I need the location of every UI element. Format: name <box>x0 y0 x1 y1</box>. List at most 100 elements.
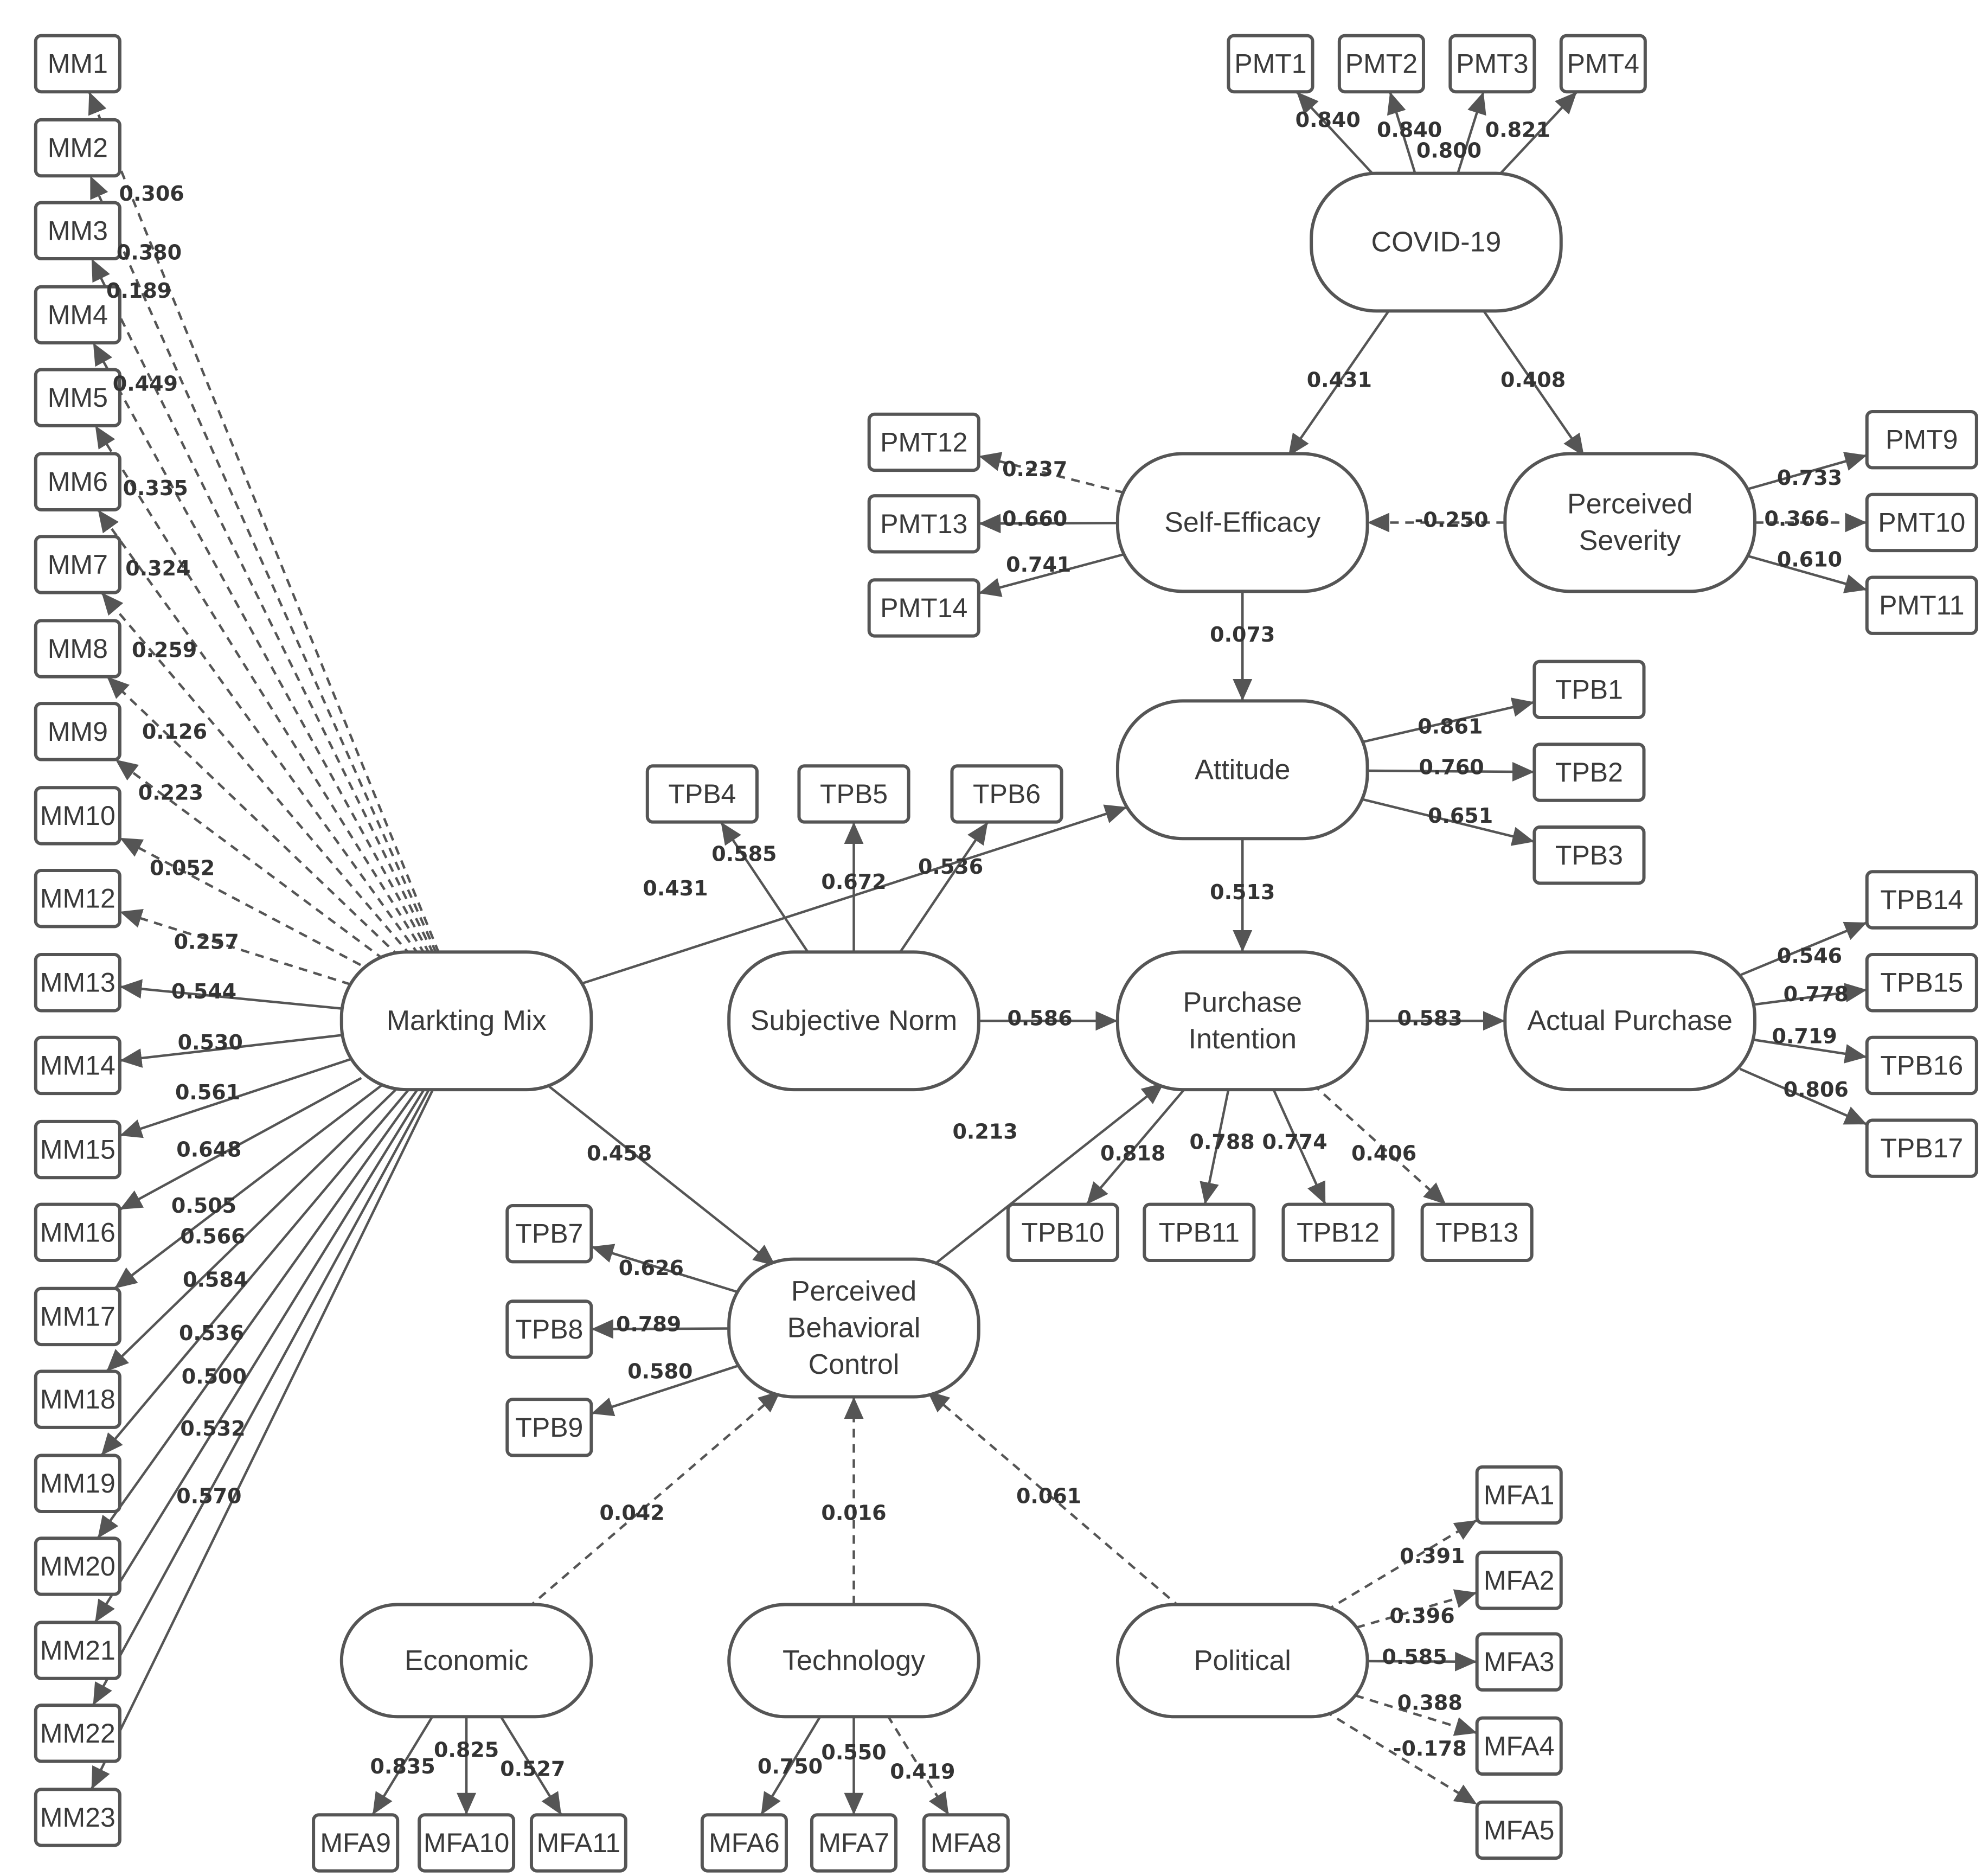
edge-label-mix-mm18: 0.566 <box>180 1224 245 1248</box>
node-label-line-pmt1-0: PMT1 <box>1234 48 1306 79</box>
node-shape-mfa4 <box>1475 1716 1563 1776</box>
node-shape-pmt12 <box>867 412 980 472</box>
node-label-line-eco-0: Economic <box>405 1645 528 1676</box>
node-shape-att <box>1115 699 1369 841</box>
node-shape-tpb9 <box>505 1398 593 1457</box>
node-label-tpb7: TPB7 <box>515 1219 583 1249</box>
node-label-line-pmt9-0: PMT9 <box>1886 425 1958 455</box>
edge-pbc-to-pi <box>931 1081 1165 1267</box>
node-tpb10: TPB10 <box>1006 1202 1119 1263</box>
node-att: Attitude <box>1115 699 1369 841</box>
node-mm9: MM9 <box>34 702 121 761</box>
node-mfa7: MFA7 <box>810 1813 898 1873</box>
node-label-line-mm12-0: MM12 <box>40 883 116 914</box>
node-shape-tpb7 <box>505 1203 593 1264</box>
node-label-mm19: MM19 <box>40 1468 116 1499</box>
node-label-ap: Actual Purchase <box>1527 1005 1733 1036</box>
edge-label-pol-pbc: 0.061 <box>1016 1484 1081 1508</box>
node-label-line-pbc-1: Behavioral <box>787 1312 921 1344</box>
node-shape-mm12 <box>34 868 121 929</box>
node-label-mm21: MM21 <box>40 1635 116 1666</box>
edge-label-mix-mm8: 0.126 <box>142 720 207 744</box>
edge-ap-to-tpb17 <box>1739 1067 1868 1126</box>
edge-se-to-pmt12 <box>978 452 1124 494</box>
edge-label-pi-tpb13: 0.406 <box>1351 1142 1416 1166</box>
node-label-line-pbc-2: Control <box>809 1349 900 1380</box>
edge-label-sn-tpb6: 0.536 <box>918 855 983 879</box>
node-label-line-pol-0: Political <box>1194 1645 1291 1676</box>
edge-label-ps-pmt9: 0.733 <box>1777 466 1842 490</box>
node-label-mm9: MM9 <box>48 716 108 747</box>
node-shape-tpb3 <box>1532 825 1646 885</box>
node-label-pmt13: PMT13 <box>880 509 967 539</box>
edge-mix-to-mm17 <box>113 1081 387 1290</box>
node-label-tpb14: TPB14 <box>1880 885 1963 915</box>
node-eco: Economic <box>339 1603 593 1719</box>
node-label-line-tpb12-0: TPB12 <box>1297 1217 1380 1247</box>
node-shape-tpb1 <box>1532 660 1646 719</box>
node-shape-pmt4 <box>1559 34 1647 94</box>
edge-mix-to-mm20 <box>97 1086 420 1539</box>
node-tech: Technology <box>727 1603 980 1719</box>
node-shape-covid <box>1310 171 1563 313</box>
node-label-line-mfa8-0: MFA8 <box>931 1828 1002 1858</box>
edge-label-pol-mfa2: 0.396 <box>1389 1604 1454 1628</box>
node-shape-tech <box>727 1603 980 1719</box>
node-label-line-tpb15-0: TPB15 <box>1880 968 1963 998</box>
edge-label-att-tpb2: 0.760 <box>1419 755 1484 779</box>
edge-label-pi-ap: 0.583 <box>1397 1007 1463 1030</box>
edge-label-covid-ps: 0.408 <box>1500 368 1566 392</box>
node-label-line-pmt12-0: PMT12 <box>880 427 967 457</box>
edge-mix-to-mm18 <box>105 1084 402 1373</box>
node-shape-mfa10 <box>418 1813 516 1873</box>
edge-mix-to-mm19 <box>100 1085 413 1456</box>
node-mm19: MM19 <box>34 1454 121 1513</box>
edge-mix-to-mm14 <box>119 1034 343 1068</box>
node-label-line-tpb6-0: TPB6 <box>973 779 1041 809</box>
edge-pol-to-mfa3 <box>1367 1651 1477 1672</box>
edge-label-tech-pbc: 0.016 <box>821 1501 886 1525</box>
node-label-line-tpb1-0: TPB1 <box>1555 674 1623 705</box>
node-shape-tpb12 <box>1281 1202 1395 1263</box>
node-label-mm10: MM10 <box>40 801 116 831</box>
edge-att-to-tpb1 <box>1362 697 1535 744</box>
node-label-eco: Economic <box>405 1645 528 1676</box>
node-label-line-mm7-0: MM7 <box>48 549 108 580</box>
node-label-line-pi-0: Purchase <box>1183 987 1302 1018</box>
edge-ap-to-tpb15 <box>1753 983 1868 1006</box>
edge-label-att-tpb3: 0.651 <box>1428 804 1493 828</box>
node-label-mfa5: MFA5 <box>1484 1815 1555 1845</box>
node-label-line-mm16-0: MM16 <box>40 1217 116 1247</box>
edge-mix-to-mm4 <box>92 342 431 955</box>
node-tpb9: TPB9 <box>505 1398 593 1457</box>
node-label-line-mm21-0: MM21 <box>40 1635 116 1666</box>
node-shape-mm15 <box>34 1119 121 1180</box>
node-label-line-mm10-0: MM10 <box>40 801 116 831</box>
node-label-pmt1: PMT1 <box>1234 48 1306 79</box>
edge-label-covid-pmt1: 0.840 <box>1296 108 1361 132</box>
node-label-line-mm18-0: MM18 <box>40 1384 116 1414</box>
node-label-line-mfa10-0: MFA10 <box>424 1828 509 1858</box>
node-label-line-tpb5-0: TPB5 <box>820 779 888 809</box>
node-label-line-ps-1: Severity <box>1579 525 1681 556</box>
node-label-mm22: MM22 <box>40 1718 116 1749</box>
edge-ap-to-tpb16 <box>1752 1038 1868 1064</box>
node-mm15: MM15 <box>34 1119 121 1180</box>
edge-labels-layer: 0.3060.3800.1890.4490.3350.3240.2590.126… <box>106 108 1849 1783</box>
node-shape-mm17 <box>34 1286 121 1347</box>
node-tpb16: TPB16 <box>1865 1035 1978 1096</box>
node-mfa2: MFA2 <box>1475 1551 1563 1610</box>
node-label-line-mm14-0: MM14 <box>40 1050 116 1080</box>
node-label-pmt10: PMT10 <box>1878 507 1965 537</box>
edge-label-mix-mm6: 0.324 <box>125 556 190 580</box>
edge-label-mix-mm19: 0.584 <box>183 1267 248 1291</box>
edge-mix-to-mm21 <box>94 1087 426 1623</box>
node-label-line-mm6-0: MM6 <box>48 466 108 497</box>
node-mfa4: MFA4 <box>1475 1716 1563 1776</box>
node-label-line-mm4-0: MM4 <box>48 299 108 330</box>
edge-covid-to-ps <box>1481 308 1585 457</box>
node-label-mm6: MM6 <box>48 466 108 497</box>
node-label-se: Self-Efficacy <box>1164 507 1320 538</box>
edge-att-to-tpb2 <box>1367 761 1535 782</box>
